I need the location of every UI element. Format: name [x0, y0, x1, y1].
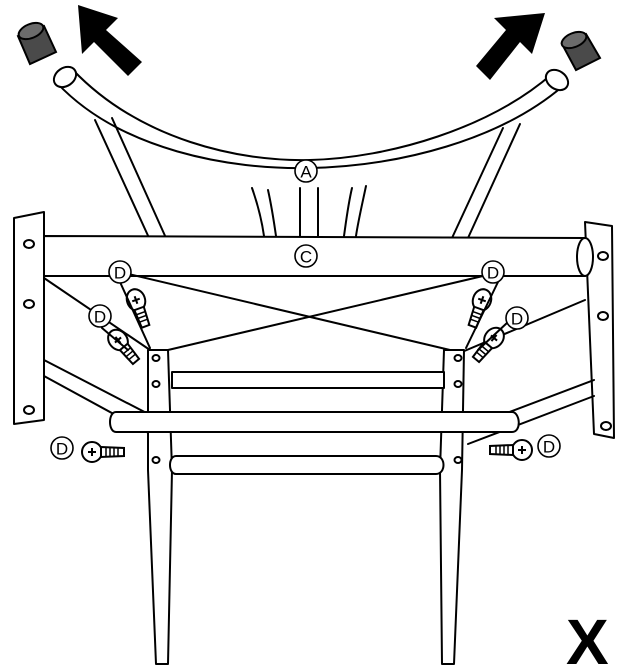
foot-cap-icon: [560, 30, 602, 72]
back-uprights: [94, 117, 521, 241]
label-d-text: D: [511, 310, 523, 329]
left-side-plate: [13, 211, 45, 425]
leader-lines: [101, 281, 509, 351]
label-d: D: [505, 306, 529, 330]
cord-pattern: [119, 271, 501, 351]
front-cross-rails: [109, 371, 520, 475]
label-d: D: [108, 260, 132, 284]
label-d: D: [50, 436, 74, 460]
label-d: D: [481, 260, 505, 284]
front-legs: [147, 349, 465, 665]
label-a-text: A: [300, 163, 312, 182]
arrow-icon: [476, 13, 545, 80]
foot-cap-icon: [16, 21, 58, 66]
label-c: C: [294, 244, 318, 268]
label-d: D: [537, 434, 561, 458]
label-d-text: D: [114, 264, 126, 283]
label-d: D: [88, 304, 112, 328]
label-d-text: D: [543, 438, 555, 457]
label-a: A: [294, 159, 318, 183]
screw-icon: [81, 441, 125, 463]
label-c-text: C: [300, 248, 312, 267]
label-d-text: D: [94, 308, 106, 327]
arrow-icon: [78, 5, 142, 76]
label-d-text: D: [487, 264, 499, 283]
label-d-text: D: [56, 440, 68, 459]
screw-icon: [471, 326, 505, 364]
step-marker: X: [566, 606, 609, 671]
screw-icon: [489, 439, 533, 461]
right-side-plate: [584, 221, 615, 439]
